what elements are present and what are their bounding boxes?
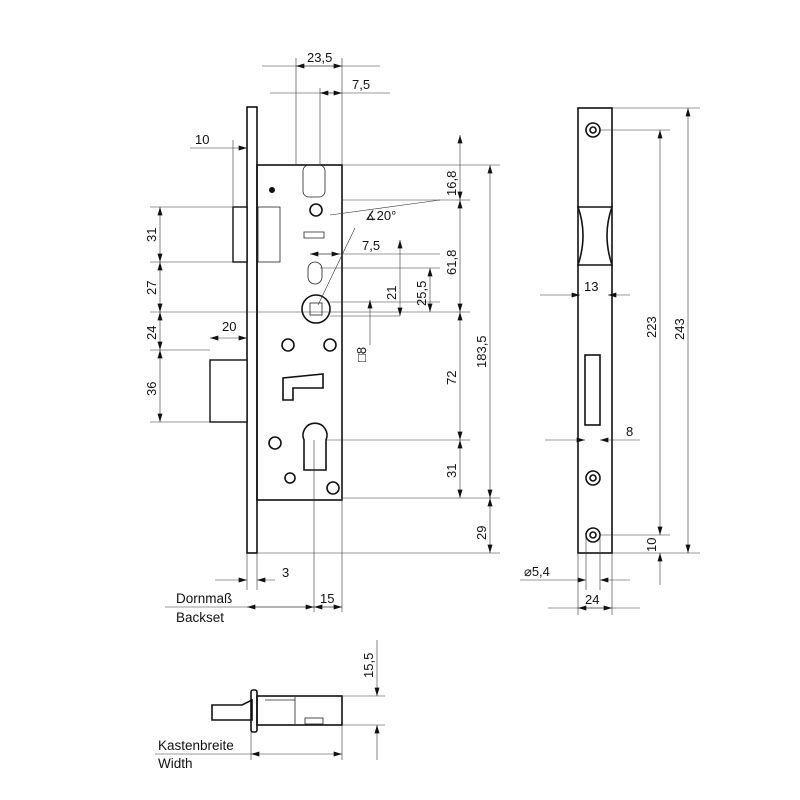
lock-case [256, 164, 343, 501]
bottom-view: 15,5 Kastenbreite Width [155, 640, 385, 771]
dim-3: 3 [282, 565, 289, 580]
dim-183-5: 183,5 [474, 335, 489, 368]
faceplate-view: 243 223 10 13 8 ⌀5,4 24 [520, 107, 700, 615]
label-backset: Backset [176, 610, 224, 625]
dim-angle: ∡20° [365, 208, 396, 223]
dim-243: 243 [672, 318, 687, 340]
dim-8: 8 [626, 424, 633, 439]
dim-square-spindle: □8 [354, 347, 369, 362]
dim-16-8: 16,8 [444, 171, 459, 196]
dim-61-8: 61,8 [444, 250, 459, 275]
dim-24b: 24 [585, 592, 599, 607]
dim-31: 31 [144, 228, 159, 242]
dim-follower-offset: 7,5 [362, 238, 380, 253]
screw-hole-icon [585, 470, 601, 486]
screw-icon [326, 481, 340, 495]
dim-15-5: 15,5 [361, 653, 376, 678]
faceplate-side [246, 106, 258, 554]
screw-hole-icon [585, 122, 601, 138]
follower-hub [301, 294, 331, 324]
dim-20: 20 [222, 319, 236, 334]
dim-15: 15 [320, 591, 334, 606]
label-width: Width [158, 756, 193, 771]
deadbolt [209, 359, 248, 423]
label-kastenbreite: Kastenbreite [158, 738, 234, 753]
front-dimensions: 23,5 7,5 10 16,8 61,8 72 31 183,5 29 [144, 50, 500, 625]
dim-faceplate-offset: 10 [195, 132, 209, 147]
screw-icon [268, 436, 282, 450]
screw-icon [281, 338, 295, 352]
screw-icon [323, 338, 337, 352]
lever [282, 373, 324, 401]
case-bottom [256, 695, 343, 726]
latch-slot [576, 206, 614, 266]
dim-hole: ⌀5,4 [524, 564, 550, 579]
cylinder-cutout [302, 422, 328, 471]
dim-36: 36 [144, 382, 159, 396]
deadbolt-slot [584, 354, 601, 426]
faceplate [577, 107, 613, 554]
dim-27: 27 [144, 281, 159, 295]
dim-25-5: 25,5 [414, 281, 429, 306]
dim-72: 72 [444, 371, 459, 385]
dim-223: 223 [644, 316, 659, 338]
dim-top-offset: 7,5 [352, 77, 370, 92]
dim-top-width: 23,5 [307, 50, 332, 65]
screw-hole-icon [585, 527, 601, 543]
dim-10b: 10 [644, 538, 659, 552]
dim-31b: 31 [444, 464, 459, 478]
label-dornmass: Dornmaß [176, 591, 232, 606]
latch-bolt [232, 206, 248, 263]
front-view [209, 106, 343, 554]
dim-21: 21 [384, 286, 399, 300]
dim-13: 13 [584, 279, 598, 294]
screw-icon [309, 203, 323, 217]
bolt-end [211, 698, 253, 721]
dim-29: 29 [474, 526, 489, 540]
dim-24: 24 [144, 326, 159, 340]
